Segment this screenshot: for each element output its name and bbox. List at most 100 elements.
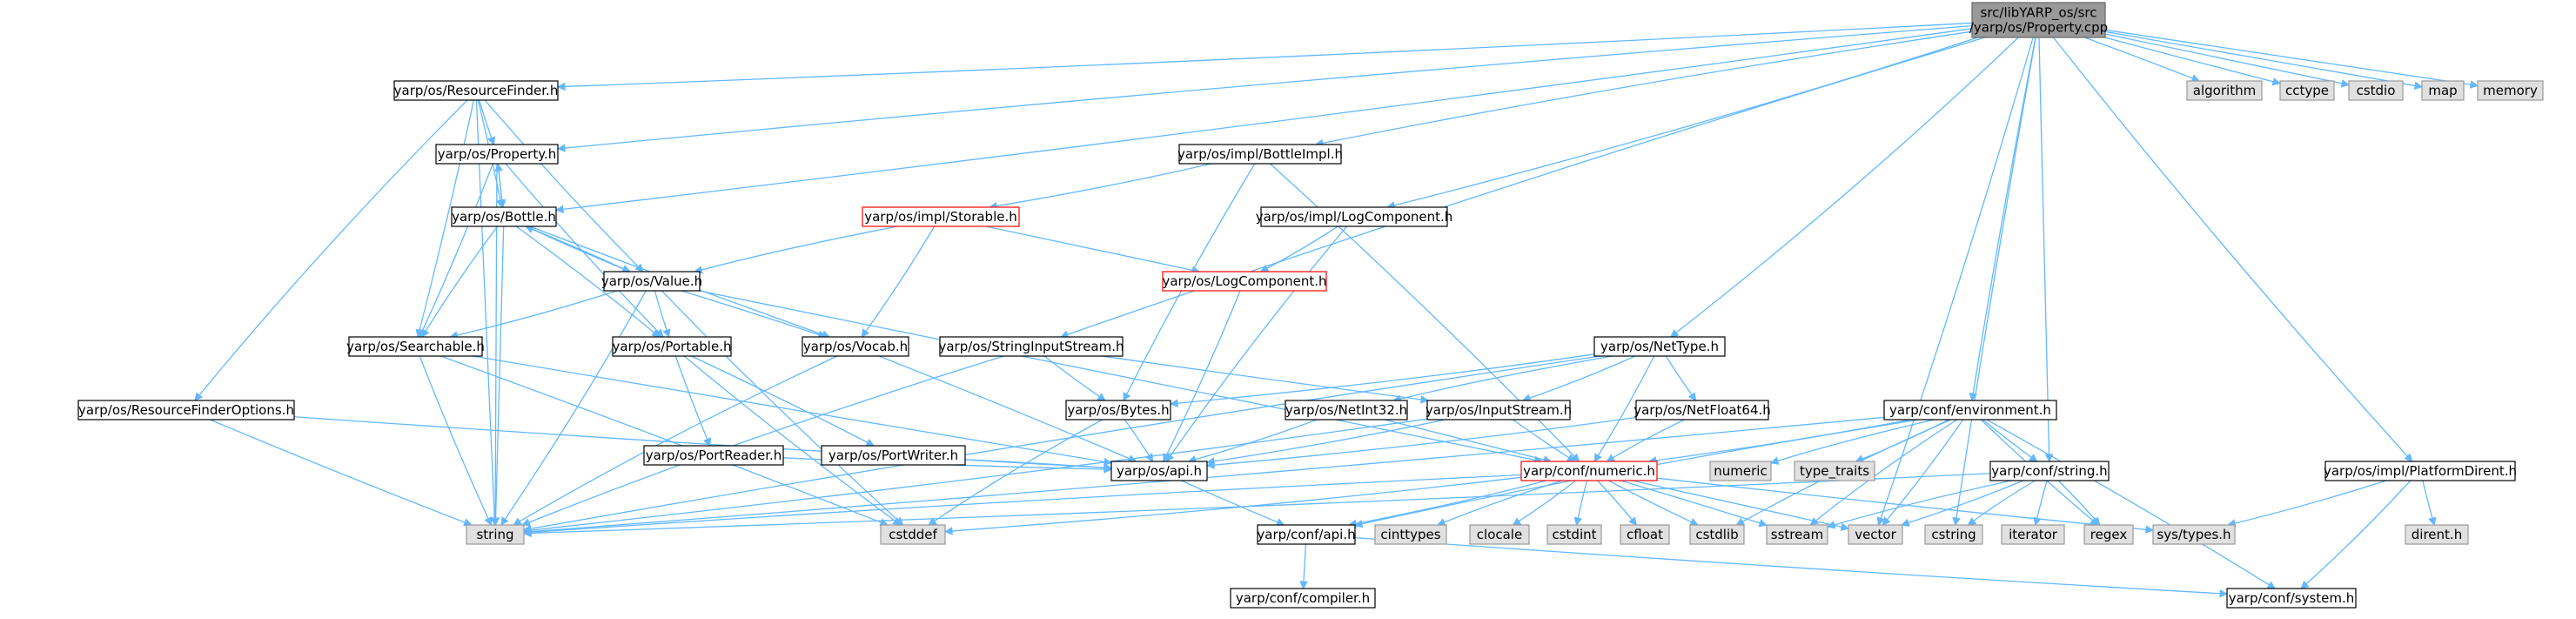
node-s-systypes: sys/types.h [2152,524,2236,545]
edge-line [532,228,630,272]
edge-line [691,355,869,443]
edge-line [484,99,639,267]
edge-environment-to-numeric [1647,419,1911,465]
node-s-sstream: sstream [1766,524,1828,545]
node-label: yarp/os/PortReader.h [646,447,782,463]
node-compiler[interactable]: yarp/conf/compiler.h [1230,588,1376,609]
node-label: cstdint [1552,527,1596,542]
edge-nettype-to-netfloat64 [1665,355,1697,401]
edge-storable-to-value [694,225,898,274]
edge-platformdirent-to-s_systypes [2227,480,2387,528]
node-label: yarp/os/Vocab.h [803,339,908,354]
node-label: yarp/os/impl/LogComponent.h [1256,209,1453,225]
node-netfloat64[interactable]: yarp/os/NetFloat64.h [1633,400,1771,421]
node-property[interactable]: yarp/os/Property.h [435,144,559,165]
node-nettype[interactable]: yarp/os/NetType.h [1593,336,1726,357]
node-s-cstddef: cstddef [880,524,946,545]
edge-line [865,225,936,332]
edge-line [1656,477,2147,530]
edge-logcomponent_impl-to-os_api [1165,225,1348,462]
edge-storable-to-logcomponent [985,225,1201,274]
node-label: vector [1855,527,1896,542]
edge-arrowhead [1097,393,1106,401]
node-conf-api[interactable]: yarp/conf/api.h [1257,524,1356,545]
node-resourcefinder[interactable]: yarp/os/ResourceFinder.h [393,80,559,101]
edge-arrowhead [1758,519,1768,528]
node-searchable[interactable]: yarp/os/Searchable.h [346,336,485,357]
node-environment[interactable]: yarp/conf/environment.h [1883,400,2057,421]
edge-arrowhead [194,392,204,401]
node-system[interactable]: yarp/conf/system.h [2226,588,2357,609]
node-inputstream[interactable]: yarp/os/InputStream.h [1426,400,1572,421]
node-logcomponent[interactable]: yarp/os/LogComponent.h [1162,271,1327,292]
node-platformdirent[interactable]: yarp/os/impl/PlatformDirent.h [2324,461,2517,481]
node-box [1848,524,1903,545]
edge-line [2038,37,2050,455]
node-box [2279,80,2335,101]
edge-root-to-environment [1969,37,2036,402]
edge-arrowhead [2271,77,2282,86]
edge-line [1982,419,2032,458]
node-label: yarp/os/Property.h [438,146,556,162]
node-label: algorithm [2193,83,2256,98]
node-box [1260,206,1448,227]
node-value[interactable]: yarp/os/Value.h [601,271,702,292]
edge-line [1986,419,2270,586]
edge-line [198,99,468,396]
edge-conf_string-to-s_vector [1901,480,2024,527]
edge-line [530,416,1885,533]
node-box [1989,461,2110,481]
node-rfoptions[interactable]: yarp/os/ResourceFinderOptions.h [77,400,295,421]
node-portable[interactable]: yarp/os/Portable.h [612,336,732,357]
node-box [821,445,966,466]
node-s-string: string [466,524,525,545]
node-bottleimpl[interactable]: yarp/os/impl/BottleImpl.h [1177,144,1343,165]
node-box [1520,461,1658,481]
edge-arrowhead [500,516,509,526]
node-layer: src/libYARP_os/src/yarp/os/Property.cppy… [77,2,2544,609]
node-s-cinttypes: cinttypes [1374,524,1447,545]
node-logcomponent-impl[interactable]: yarp/os/impl/LogComponent.h [1256,206,1453,227]
node-box [2348,80,2404,101]
node-vocab[interactable]: yarp/os/Vocab.h [802,336,909,357]
edge-arrowhead [1840,522,1850,531]
edge-line [530,474,1522,534]
edge-value-to-s_string [500,290,647,526]
edge-arrowhead [651,328,661,338]
edge-arrowhead [521,518,532,527]
edge-line [674,355,708,440]
edge-value-to-vocab [681,290,827,339]
edge-line [1393,37,1979,206]
node-stringinputstream[interactable]: yarp/os/StringInputStream.h [938,336,1124,357]
node-os-api[interactable]: yarp/os/api.h [1110,461,1208,481]
edge-line [701,225,898,271]
node-netint32[interactable]: yarp/os/NetInt32.h [1285,400,1408,421]
node-box [1620,524,1670,545]
node-box [2152,524,2236,545]
node-box [1162,271,1327,292]
node-box [1285,400,1408,421]
edge-line [210,419,466,523]
edge-bottle-to-property [494,162,504,208]
node-label: /yarp/os/Property.cpp [1969,20,2108,36]
node-portreader[interactable]: yarp/os/PortReader.h [643,445,784,466]
node-box [435,144,559,165]
edge-root-to-conf_string [2038,37,2054,463]
edge-root-to-s_cstring [1952,37,2036,527]
node-root[interactable]: src/libYARP_os/src/yarp/os/Property.cpp [1969,2,2108,38]
node-box [802,336,909,357]
node-bytes[interactable]: yarp/os/Bytes.h [1065,400,1171,421]
edge-numeric-to-s_systypes [1656,477,2155,535]
edge-line [1607,480,1692,523]
node-portwriter[interactable]: yarp/os/PortWriter.h [821,445,966,466]
node-box [451,206,557,227]
node-label: yarp/conf/environment.h [1889,402,2051,418]
edge-arrowhead [2404,453,2413,462]
node-numeric[interactable]: yarp/conf/numeric.h [1520,461,1658,481]
node-conf-string[interactable]: yarp/conf/string.h [1989,461,2110,481]
node-bottle[interactable]: yarp/os/Bottle.h [451,206,557,227]
node-storable[interactable]: yarp/os/impl/Storable.h [862,206,1020,227]
edge-line [661,290,899,521]
edge-line [2234,480,2387,524]
